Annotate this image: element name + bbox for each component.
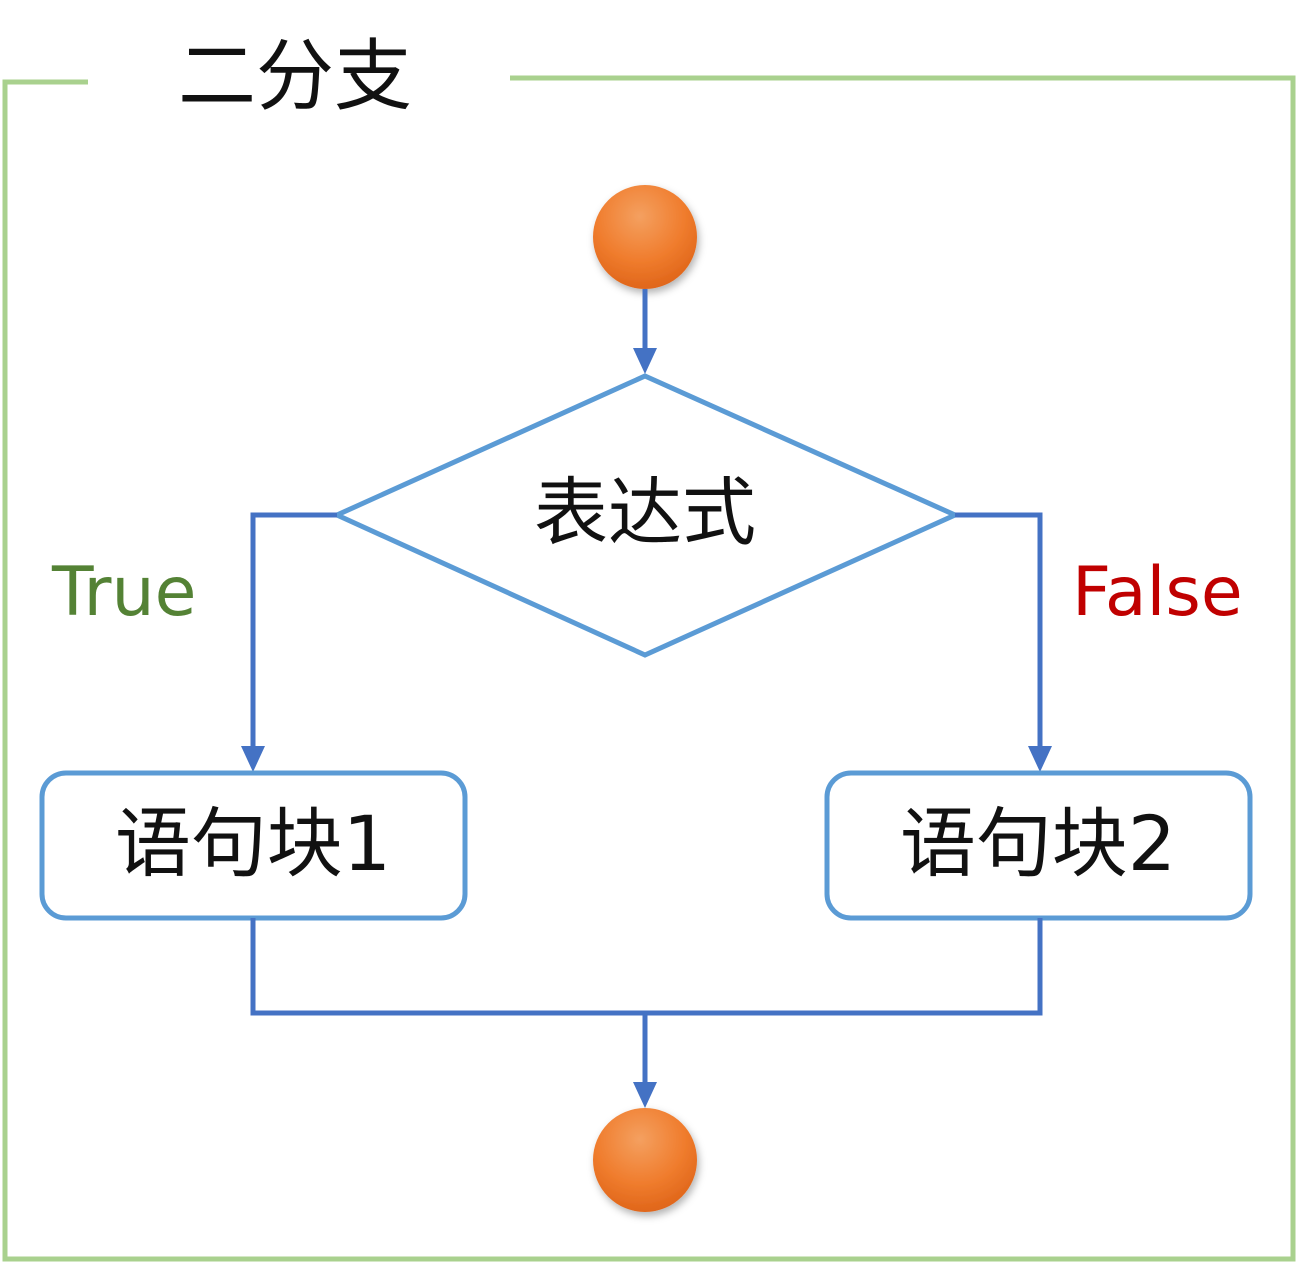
false-label: False xyxy=(1072,553,1243,632)
arrow-head xyxy=(241,746,265,772)
statement-block-2-text: 语句块2 xyxy=(900,799,1176,888)
connector-merge xyxy=(250,918,1043,1016)
arrow-head xyxy=(633,1082,657,1108)
decision-diamond xyxy=(330,373,962,658)
statement-block-1-text: 语句块1 xyxy=(115,799,391,888)
true-label: True xyxy=(51,553,196,632)
connector-true xyxy=(250,512,337,748)
arrow-head xyxy=(633,348,657,374)
arrow-head xyxy=(1028,746,1052,772)
frame-border xyxy=(2,75,1296,1262)
end-node xyxy=(593,1108,697,1212)
title: 二分支 xyxy=(178,32,412,122)
connector-false xyxy=(955,512,1043,748)
condition-text: 表达式 xyxy=(534,470,756,556)
start-node xyxy=(593,185,697,289)
